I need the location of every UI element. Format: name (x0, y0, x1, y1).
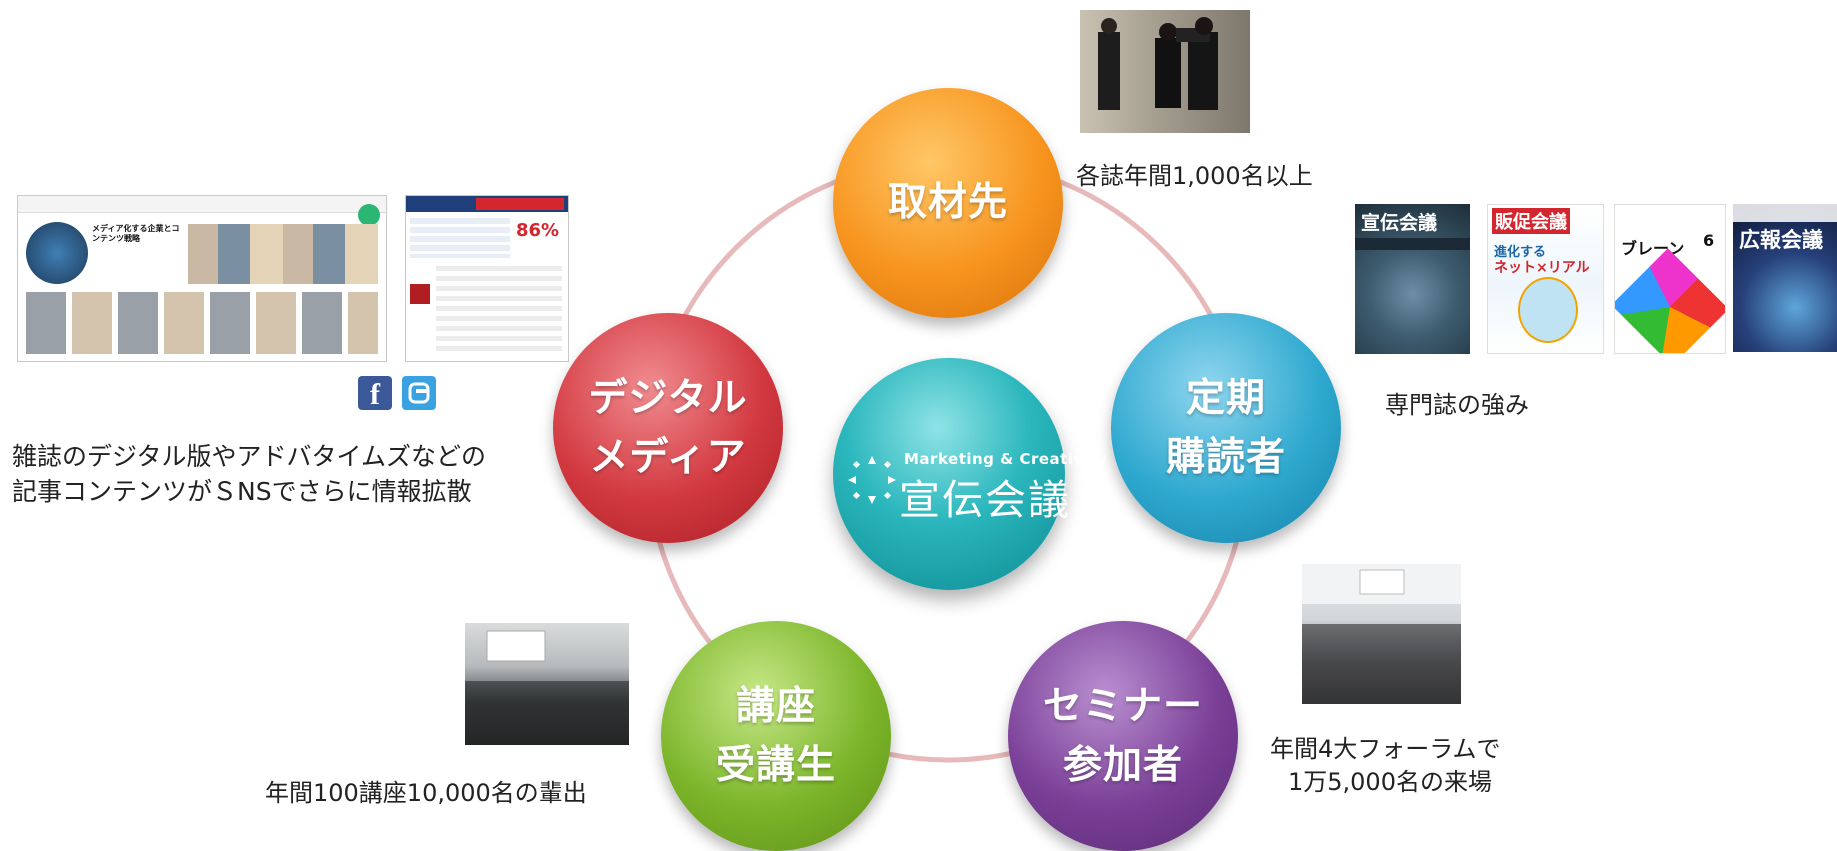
seminar-photo-crowd (1302, 564, 1461, 704)
website-screenshot-main: メディア化する企業とコンテンツ戦略 (17, 195, 387, 362)
magazine-title-senden: 宣伝会議 (1361, 212, 1438, 234)
center-logo-circle: Marketing & Creativity 宣伝会議 (833, 358, 1107, 590)
lecture-photo (465, 623, 629, 745)
magazine-title-hansoku: 販促会議 (1492, 208, 1570, 234)
caption-seminar-line2: 1万5,000名の来場 (1288, 768, 1492, 796)
magazine-cover-brain: ブレーン 6 (1614, 204, 1726, 354)
caption-shuzai: 各誌年間1,000名以上 (1076, 162, 1313, 190)
logo-text-jp: 宣伝会議 (899, 476, 1071, 524)
caption-seminar-line1: 年間4大フォーラムで (1270, 735, 1501, 763)
node-digital-label-1: デジタル (588, 375, 748, 421)
caption-digital-line1: 雑誌のデジタル版やアドバタイムズなどの (12, 442, 487, 471)
node-shuzai-label: 取材先 (887, 180, 1008, 226)
seminar-photo (1302, 564, 1461, 704)
node-teiki-label-1: 定期 (1185, 375, 1266, 421)
node-seminar-label-2: 参加者 (1062, 743, 1183, 788)
node-koza-label-2: 受講生 (715, 743, 836, 788)
website-headline: メディア化する企業とコンテンツ戦略 (92, 224, 180, 244)
magazine-cover-hansoku: 販促会議 進化する ネット×リアル (1487, 204, 1604, 354)
logo-mark-icon (848, 456, 896, 504)
node-seminar: セミナー 参加者 (1008, 621, 1238, 851)
node-koza-label-1: 講座 (735, 683, 816, 729)
node-digital-label-2: メディア (589, 435, 747, 480)
caption-teiki: 専門誌の強み (1385, 391, 1529, 419)
website-stat: 86% (516, 220, 560, 241)
node-seminar-label-1: セミナー (1042, 683, 1203, 729)
twitter-bird-glyph (408, 382, 430, 404)
magazine-title-koho: 広報会議 (1739, 228, 1823, 252)
node-teiki-label-2: 購読者 (1165, 435, 1286, 480)
facebook-icon[interactable]: f (358, 376, 392, 411)
interview-photo-figures (1098, 17, 1218, 110)
lecture-photo-audience (465, 630, 629, 745)
website-screenshot-adver: 86% (405, 195, 569, 362)
logo-text-en: Marketing & Creativity (904, 450, 1108, 468)
node-koza: 講座 受講生 (661, 621, 891, 851)
magazine-cover-senden: 宣伝会議 (1355, 204, 1470, 354)
node-shuzai: 取材先 (833, 88, 1063, 318)
twitter-icon[interactable] (402, 376, 436, 410)
caption-digital-line2: 記事コンテンツがＳNSでさらに情報拡散 (12, 477, 472, 506)
magazine-cover-koho: 広報会議 (1733, 204, 1837, 352)
caption-koza: 年間100講座10,000名の輩出 (265, 779, 587, 807)
node-teiki: 定期 購読者 (1111, 313, 1341, 543)
node-digital: デジタル メディア (553, 313, 783, 543)
interview-photo (1080, 10, 1250, 133)
